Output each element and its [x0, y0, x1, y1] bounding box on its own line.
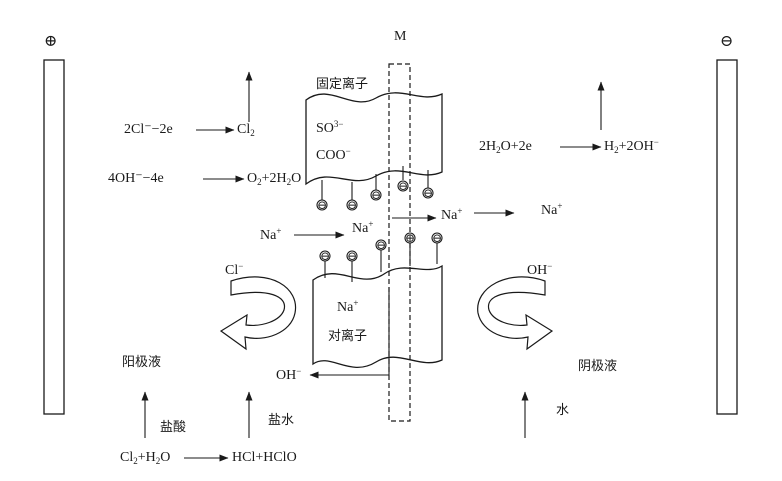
na-center-label: Na+ [352, 219, 374, 236]
anode-reaction-2-right: O2+2H2O [247, 171, 302, 187]
na-right-label: Na+ [541, 201, 563, 218]
bottom-reaction-right: HCl+HClO [232, 450, 297, 465]
oh-minus-right-label: OH− [527, 261, 553, 278]
anode-reaction-2-left: 4OH⁻−4e [108, 171, 164, 186]
reaction-arrows [141, 71, 605, 462]
neg-charge-8: ⊖ [376, 238, 387, 252]
oh-minus-center-label: OH− [276, 366, 302, 383]
neg-charge-6: ⊖ [320, 249, 331, 263]
bottom-reaction-left: Cl2+H2O [120, 450, 171, 466]
neg-charge-3: ⊖ [371, 188, 382, 202]
fixed-charge-circles [316, 180, 434, 211]
counter-ion-na: Na+ [337, 298, 359, 315]
cathode-reaction-right: H2+2OH− [604, 137, 659, 155]
fixed-ions-title: 固定离子 [316, 77, 369, 92]
anode-reaction-1-left: 2Cl⁻−2e [124, 122, 173, 137]
catholyte-circulation-arrow [477, 276, 554, 351]
neg-charge-4: ⊖ [398, 179, 409, 193]
neg-charge-5: ⊖ [423, 186, 434, 200]
membrane-label: M [394, 29, 407, 44]
pos-charge-on-membrane: ⊕ [405, 231, 416, 245]
cl-minus-label: Cl− [225, 261, 244, 278]
counter-ions-title: 对离子 [328, 329, 368, 344]
anode-symbol: ⊕ [44, 33, 58, 50]
bottom-charge-circles [319, 232, 443, 262]
fixed-ion-coo: COO− [316, 146, 351, 163]
neg-charge-2: ⊖ [347, 198, 358, 212]
neg-charge-7: ⊖ [347, 249, 358, 263]
catholyte-label: 阴极液 [578, 359, 618, 374]
membrane-m [388, 63, 411, 422]
anolyte-circulation-arrow [219, 276, 297, 351]
bottom-charge-stems [324, 243, 438, 282]
brine-label: 盐水 [268, 413, 295, 428]
neg-charge-9: ⊖ [432, 231, 443, 245]
na-left-label: Na+ [260, 226, 282, 243]
fixed-ion-block [305, 92, 443, 186]
na-pass-label: Na+ [441, 206, 463, 223]
hydrochloric-acid-label: 盐酸 [160, 420, 187, 435]
anolyte-label: 阳极液 [122, 355, 162, 370]
water-label: 水 [556, 403, 570, 418]
counter-ion-block [312, 264, 443, 368]
anode-reaction-1-right: Cl2 [237, 122, 255, 138]
neg-charge-1: ⊖ [317, 198, 328, 212]
cathode-symbol: ⊖ [720, 33, 734, 50]
anode-electrode [43, 59, 65, 415]
fixed-charge-stems [321, 166, 429, 200]
cathode-electrode [716, 59, 738, 415]
cathode-reaction-left: 2H2O+2e [479, 139, 532, 155]
fixed-ion-so3: SO3− [316, 119, 344, 136]
